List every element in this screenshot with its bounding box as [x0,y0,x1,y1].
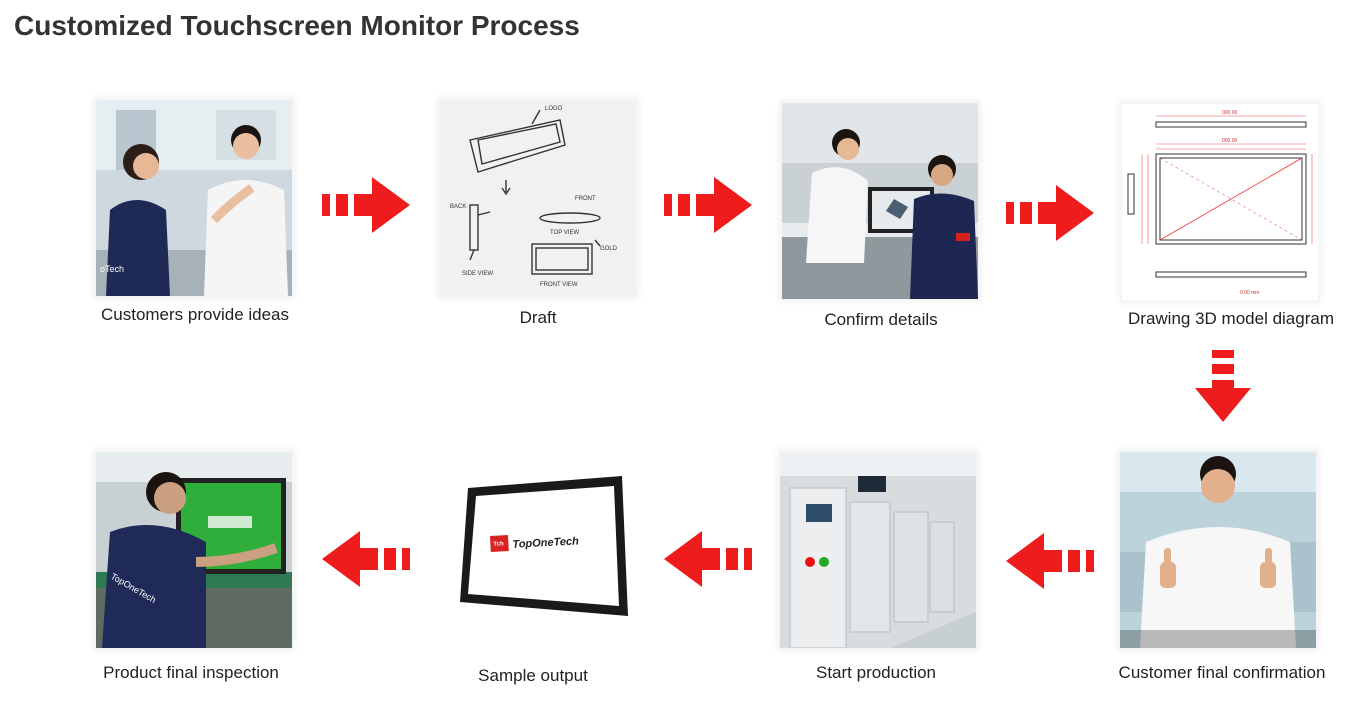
svg-text:FRONT VIEW: FRONT VIEW [540,282,578,288]
svg-text:GOLD: GOLD [600,246,618,252]
step-7-label: Sample output [478,666,588,685]
arrow-left-icon-3 [322,531,410,587]
arrow-right-icon-2 [664,177,752,233]
step-3-label: Confirm details [824,310,938,329]
brand-logo-text: TopOneTech [512,535,579,550]
step-2-label: Draft [519,308,557,327]
svg-text:oTech: oTech [100,264,124,274]
step-4-label: Drawing 3D model diagram [1128,309,1334,328]
step-1-image-meeting-photo: oTech [96,100,292,296]
page-title: Customized Touchscreen Monitor Process [14,10,580,41]
step-4-image-technical-drawing: 000.00 000.00 0.00 mm [1122,104,1318,300]
svg-text:SIDE VIEW: SIDE VIEW [462,271,493,277]
step-6-image-factory-line-photo [780,452,976,648]
arrow-right-icon-1 [322,177,410,233]
svg-text:0.00 mm: 0.00 mm [1240,290,1259,296]
step-7-image-touch-monitor-sample: Tch TopOneTech [458,474,630,624]
step-8-label: Product final inspection [103,663,279,682]
step-8-image-inspection-photo: TopOneTech [96,452,292,648]
step-5-label: Customer final confirmation [1118,663,1326,682]
svg-text:000.00: 000.00 [1222,110,1238,116]
step-6-label: Start production [815,663,937,682]
svg-text:BACK: BACK [450,204,466,210]
svg-text:TOP VIEW: TOP VIEW [550,230,579,236]
step-2-image-sketch-drawing: LOGO FRONT TOP VIEW BACK SIDE VIEW FRONT… [440,100,636,296]
arrow-down-icon [1195,350,1251,422]
svg-text:LOGO: LOGO [545,106,563,112]
step-5-image-thumbs-up-photo [1120,452,1316,648]
arrow-right-icon-3 [1006,185,1094,241]
svg-text:000.00: 000.00 [1222,138,1238,144]
svg-text:FRONT: FRONT [575,196,596,202]
arrow-left-icon-1 [1006,533,1094,589]
step-3-image-engineers-at-computer-photo [782,103,978,299]
arrow-left-icon-2 [664,531,752,587]
svg-text:Tch: Tch [493,541,504,548]
step-1-label: Customers provide ideas [100,305,290,324]
